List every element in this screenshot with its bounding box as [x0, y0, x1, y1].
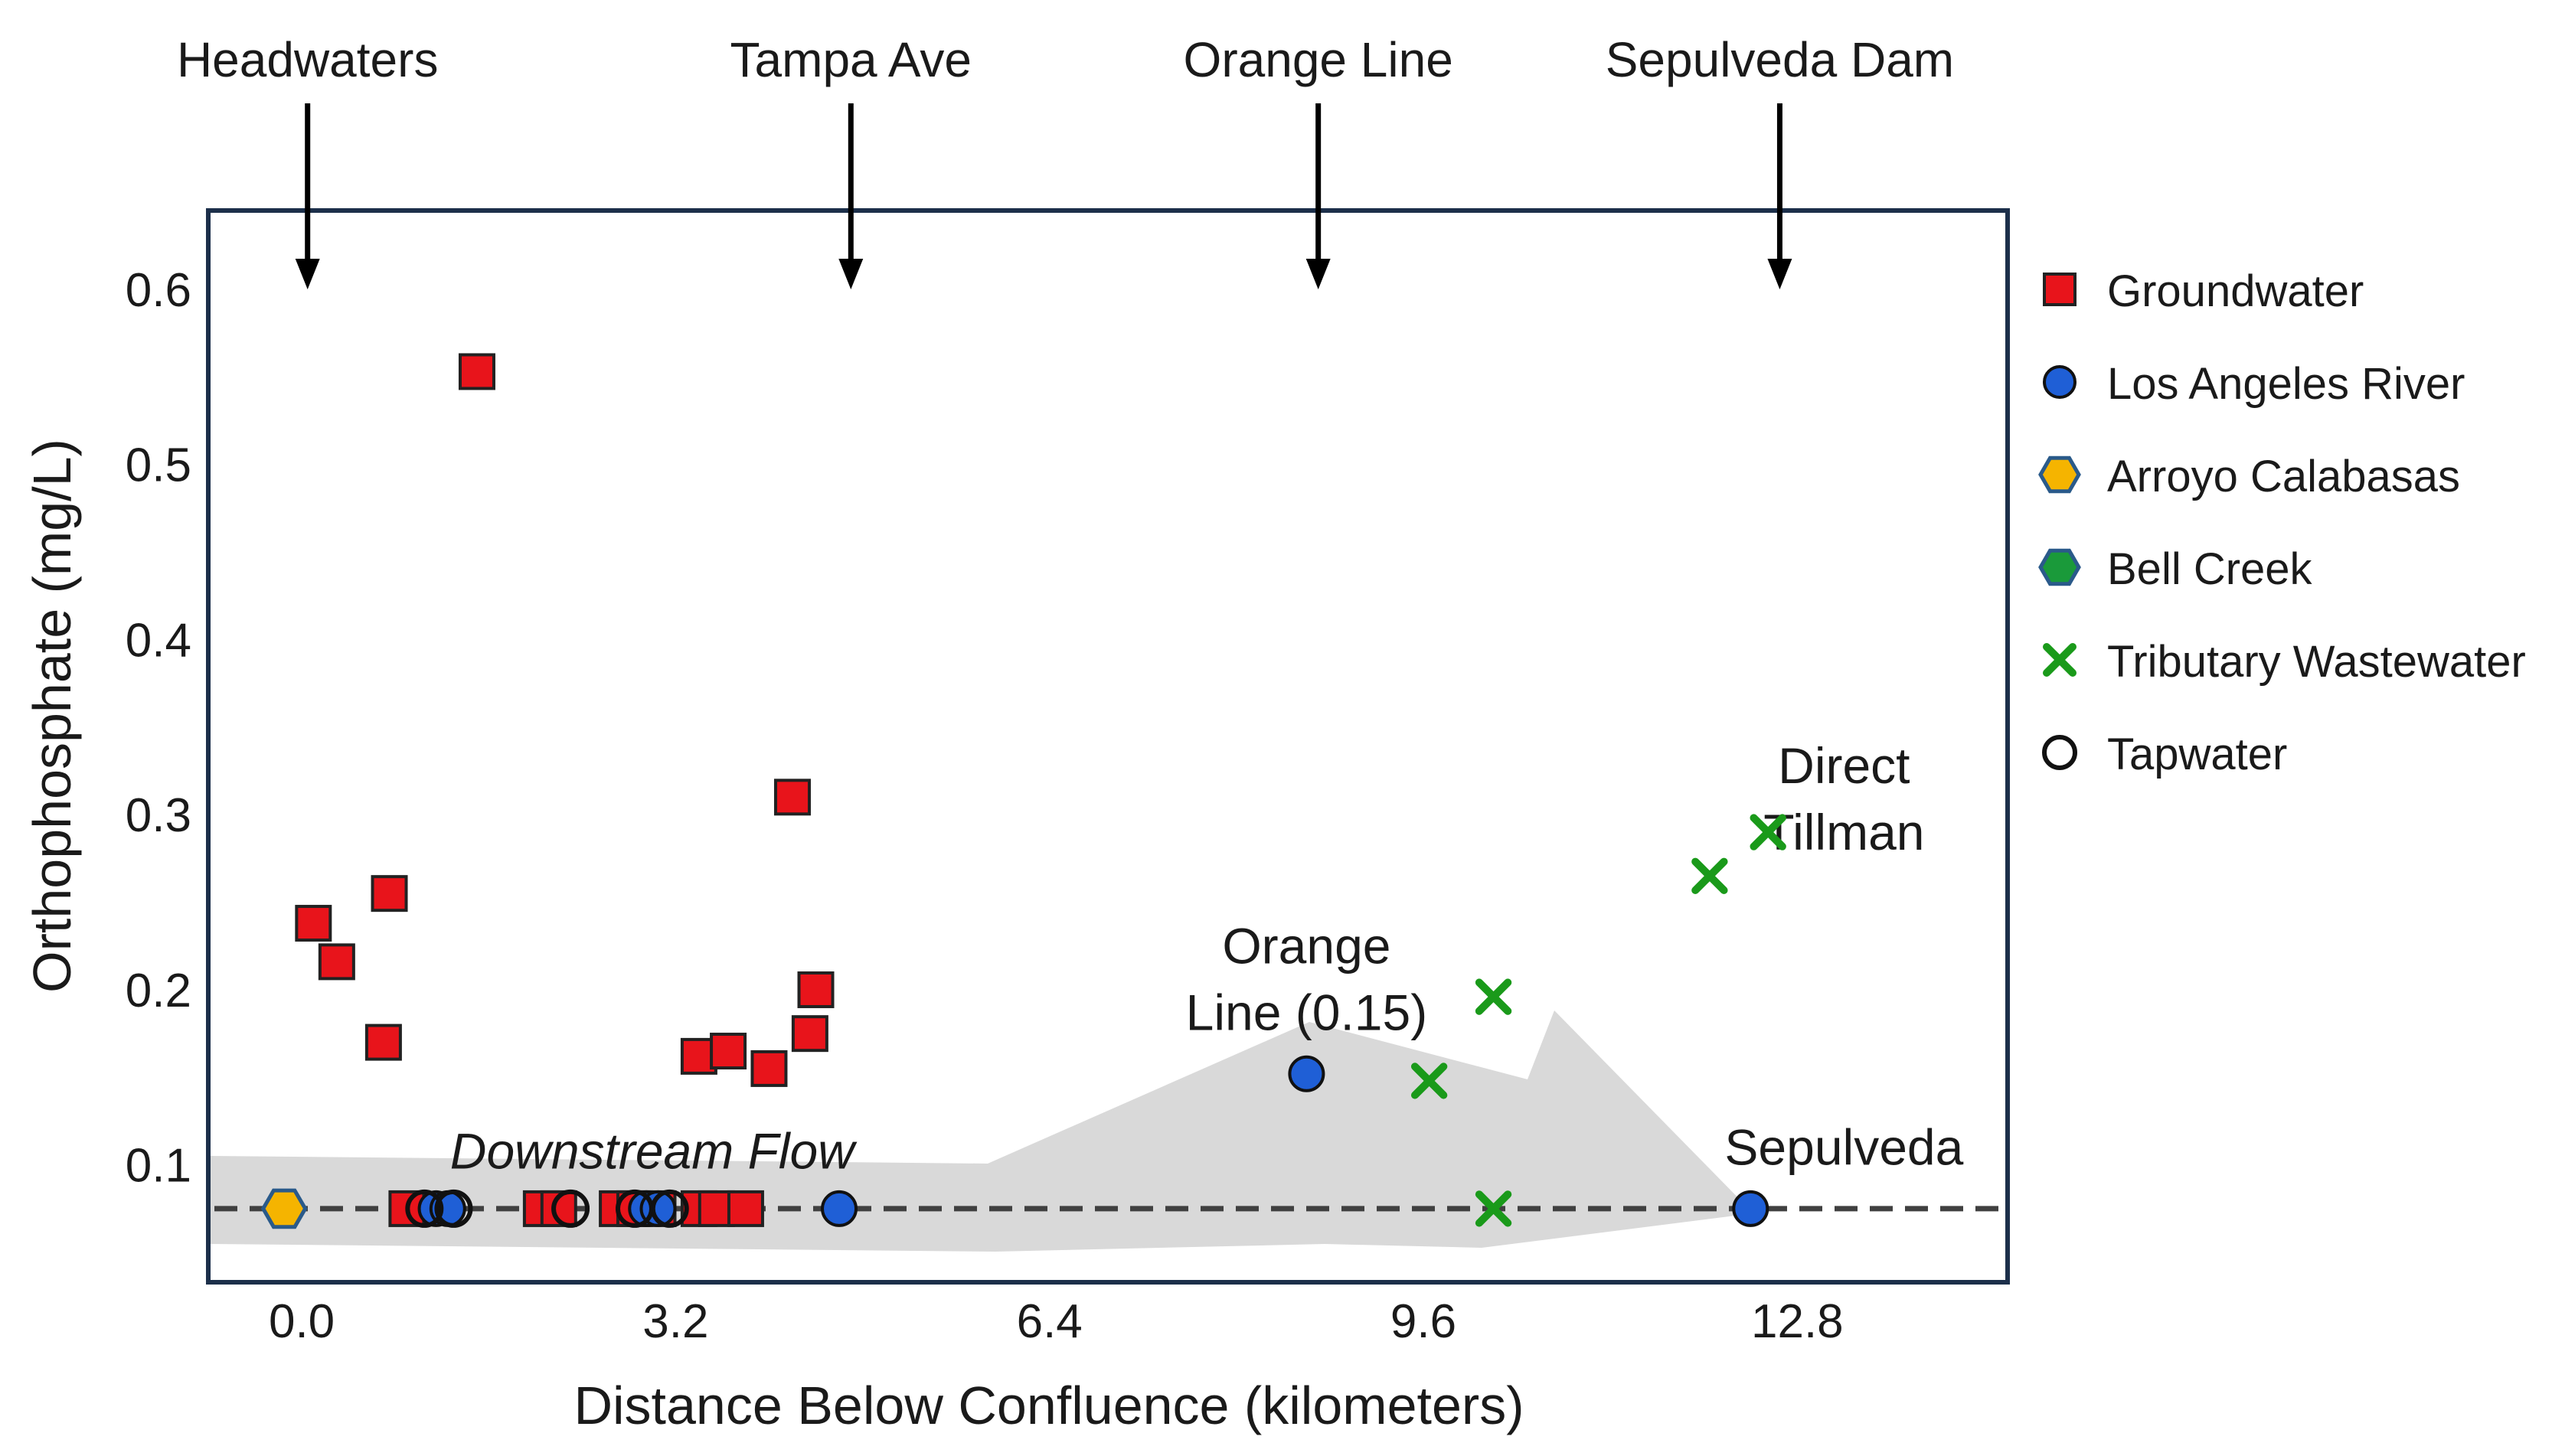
groundwater-point: [371, 875, 408, 912]
tributary-wastewater-point: [1410, 1063, 1448, 1099]
legend-item-arroyo-calabasas: Arroyo Calabasas: [2038, 452, 2460, 501]
groundwater-point: [318, 943, 355, 981]
site-markers: Headwaters Tampa Ave Orange Line Sepulveda …: [177, 32, 1954, 289]
groundwater-point: [364, 1023, 402, 1061]
legend-label: Groundwater: [2107, 266, 2364, 316]
legend-label: Arroyo Calabasas: [2107, 452, 2460, 501]
legend-marker-los-angeles-river: [2043, 365, 2077, 399]
legend-marker-arroyo-calabasas: [2038, 455, 2081, 494]
annotation-text: Downstream Flow: [450, 1122, 858, 1179]
x-tick-label: 0.0: [269, 1295, 335, 1348]
annotation-text: Line (0.15): [1186, 984, 1428, 1041]
groundwater-point: [797, 971, 835, 1008]
groundwater-point: [773, 779, 811, 816]
annotation-text: Direct: [1778, 737, 1910, 794]
x-tick-labels: 0.0 3.2 6.4 9.6 12.8: [269, 1295, 1844, 1348]
los-angeles-river-point: [1288, 1055, 1325, 1092]
x-axis-title: Distance Below Confluence (kilometers): [573, 1376, 1524, 1435]
y-tick-label: 0.1: [126, 1140, 191, 1193]
groundwater-point: [295, 905, 332, 942]
tributary-wastewater-point: [1750, 814, 1786, 850]
site-arrowhead: [1767, 259, 1792, 289]
site-arrowhead: [1305, 259, 1331, 289]
tapwater-point: [405, 1189, 444, 1228]
legend-label: Tapwater: [2107, 730, 2287, 779]
site-label: Tampa Ave: [730, 32, 972, 87]
legend-label: Los Angeles River: [2107, 359, 2465, 409]
annotation-text: Tillman: [1763, 804, 1924, 860]
annotation-text: Sepulveda: [1724, 1119, 1963, 1176]
los-angeles-river-point: [1732, 1190, 1769, 1227]
legend-item-groundwater: Groundwater: [2043, 266, 2364, 316]
tapwater-point: [434, 1189, 473, 1228]
groundwater-point: [458, 353, 495, 390]
tributary-wastewater-point: [1475, 978, 1512, 1015]
tapwater-point: [551, 1189, 590, 1228]
tributary-wastewater-point: [1475, 1190, 1512, 1227]
legend-item-bell-creek: Bell Creek: [2038, 544, 2313, 594]
y-tick-labels: 0.1 0.2 0.3 0.4 0.5 0.6: [126, 264, 191, 1193]
legend-item-los-angeles-river: Los Angeles River: [2043, 359, 2465, 409]
site-arrowhead: [838, 259, 864, 289]
site-label: Orange Line: [1184, 32, 1453, 87]
plot-area-frame: [206, 208, 2010, 1285]
arroyo-calabasas-point: [260, 1188, 308, 1229]
los-angeles-river-point: [821, 1190, 858, 1227]
legend-item-tapwater: Tapwater: [2042, 730, 2287, 779]
y-tick-label: 0.6: [126, 264, 191, 317]
x-tick-label: 9.6: [1390, 1295, 1456, 1348]
data-points: [260, 353, 1786, 1229]
site-label: Headwaters: [177, 32, 439, 87]
downstream-flow-arrow: [211, 1010, 1753, 1252]
x-tick-label: 6.4: [1017, 1295, 1083, 1348]
site-label: Sepulveda Dam: [1606, 32, 1954, 87]
annotation-text: Orange: [1222, 918, 1390, 974]
legend-marker-bell-creek: [2038, 548, 2081, 586]
groundwater-point: [750, 1050, 788, 1087]
legend-marker-tapwater: [2042, 735, 2077, 770]
x-tick-label: 3.2: [642, 1295, 708, 1348]
groundwater-point: [791, 1015, 828, 1053]
x-tick-label: 12.8: [1751, 1295, 1844, 1348]
legend-label: Bell Creek: [2107, 544, 2313, 594]
groundwater-point: [710, 1033, 747, 1070]
legend-marker-tributary-wastewater: [2043, 643, 2077, 677]
legend-label: Tributary Wastewater: [2107, 637, 2526, 687]
y-tick-label: 0.5: [126, 439, 191, 492]
y-tick-label: 0.2: [126, 965, 191, 1017]
y-tick-label: 0.4: [126, 614, 191, 667]
tapwater-point: [650, 1189, 689, 1228]
legend-marker-groundwater: [2043, 273, 2077, 306]
groundwater-point: [727, 1190, 764, 1227]
y-axis-title: Orthophosphate (mg/L): [22, 439, 82, 993]
site-arrowhead: [295, 259, 320, 289]
tributary-wastewater-point: [1691, 857, 1728, 894]
legend-item-tributary-wastewater: Tributary Wastewater: [2043, 637, 2526, 687]
y-tick-label: 0.3: [126, 789, 191, 842]
